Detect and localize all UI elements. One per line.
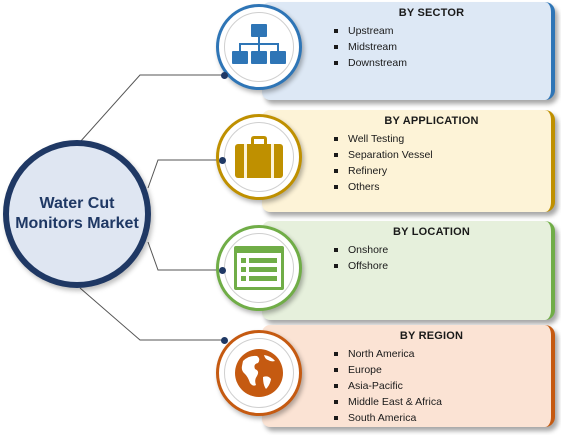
region-icon-circle	[216, 330, 302, 416]
application-card: BY APPLICATION Well Testing Separation V…	[262, 110, 555, 212]
application-item: Well Testing	[334, 131, 551, 147]
connector-region	[79, 287, 224, 341]
sector-card: BY SECTOR Upstream Midstream Downstream	[262, 2, 555, 100]
market-title-line2: Monitors Market	[15, 215, 139, 232]
location-item: Offshore	[334, 258, 551, 274]
hierarchy-icon	[232, 24, 286, 64]
application-connector-dot	[219, 157, 226, 164]
region-item: Middle East & Africa	[334, 394, 551, 410]
location-icon-circle	[216, 225, 302, 311]
location-connector-dot	[219, 267, 226, 274]
sector-list: Upstream Midstream Downstream	[262, 23, 551, 71]
application-item: Others	[334, 179, 551, 195]
region-connector-dot	[221, 337, 228, 344]
globe-icon	[235, 349, 283, 397]
connector-application	[147, 159, 222, 189]
connector-sector	[79, 74, 224, 143]
sector-connector-dot	[221, 72, 228, 79]
list-panel-icon	[234, 246, 284, 290]
briefcase-icon	[235, 136, 283, 178]
location-heading: BY LOCATION	[393, 226, 470, 238]
region-item: North America	[334, 346, 551, 362]
application-heading: BY APPLICATION	[384, 115, 479, 127]
region-heading: BY REGION	[399, 330, 464, 342]
sector-item: Downstream	[334, 55, 551, 71]
application-item: Separation Vessel	[334, 147, 551, 163]
location-item: Onshore	[334, 242, 551, 258]
region-item: Europe	[334, 362, 551, 378]
region-item: Asia-Pacific	[334, 378, 551, 394]
sector-icon-circle	[216, 4, 302, 90]
application-icon-circle	[216, 114, 302, 200]
market-title: Water Cut Monitors Market	[15, 194, 139, 234]
connector-location	[147, 241, 222, 271]
market-title-line1: Water Cut	[39, 195, 115, 212]
region-item: South America	[334, 410, 551, 426]
sector-item: Upstream	[334, 23, 551, 39]
application-list: Well Testing Separation Vessel Refinery …	[262, 131, 551, 195]
region-list: North America Europe Asia-Pacific Middle…	[262, 346, 551, 426]
sector-heading: BY SECTOR	[398, 7, 465, 19]
region-card: BY REGION North America Europe Asia-Paci…	[262, 325, 555, 427]
market-hub-circle: Water Cut Monitors Market	[3, 140, 151, 288]
sector-item: Midstream	[334, 39, 551, 55]
location-list: Onshore Offshore	[262, 242, 551, 274]
application-item: Refinery	[334, 163, 551, 179]
location-card: BY LOCATION Onshore Offshore	[262, 221, 555, 320]
